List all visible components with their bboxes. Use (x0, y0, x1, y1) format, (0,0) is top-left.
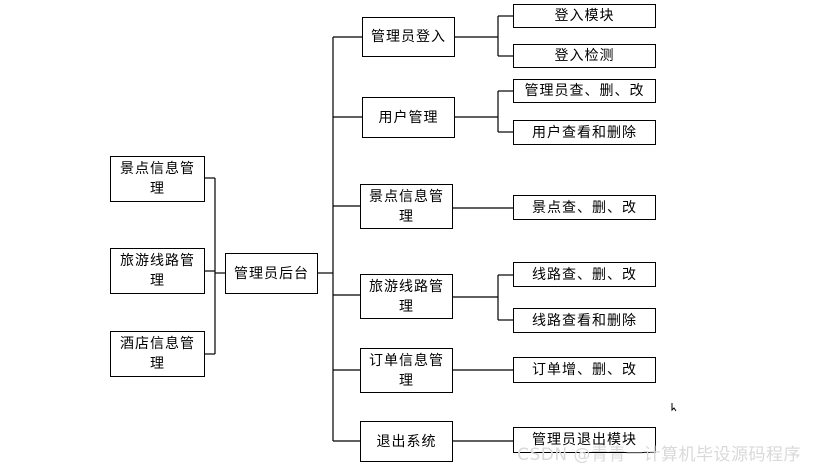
left-node-scenic-info-label: 景点信息管理 (120, 161, 195, 197)
left-node-hotel-info: 酒店信息管理 (110, 331, 205, 377)
right-node-admin-crud: 管理员查、删、改 (513, 79, 656, 103)
right-node-route-crud-label: 线路查、删、改 (532, 266, 637, 283)
mid-node-route-mgmt-label: 旅游线路管理 (369, 278, 444, 315)
right-node-login-check: 登入检测 (513, 44, 656, 68)
left-node-scenic-info: 景点信息管理 (110, 156, 205, 202)
mid-node-scenic-info: 景点信息管理 (360, 184, 453, 229)
right-node-route-view-delete-label: 线路查看和删除 (532, 312, 637, 329)
right-node-login-module: 登入模块 (513, 4, 656, 28)
watermark-text: CSDN @青青一计算机毕设源码程序 (517, 445, 801, 465)
mid-node-logout: 退出系统 (360, 421, 453, 462)
mid-node-route-mgmt: 旅游线路管理 (360, 274, 453, 319)
left-node-hotel-info-label: 酒店信息管理 (120, 336, 195, 372)
right-node-login-module-label: 登入模块 (554, 8, 615, 24)
right-node-login-check-label: 登入检测 (554, 48, 615, 64)
right-node-scenic-crud: 景点查、删、改 (513, 195, 656, 220)
right-node-order-crud-label: 订单增、删、改 (532, 362, 637, 378)
mid-node-order-info-label: 订单信息管理 (369, 352, 444, 389)
root-node-label: 管理员后台 (234, 265, 309, 282)
root-node-admin-backend: 管理员后台 (225, 253, 318, 294)
right-node-user-view-delete-label: 用户查看和删除 (532, 124, 637, 141)
mid-node-admin-login: 管理员登入 (362, 17, 455, 57)
right-node-scenic-crud-label: 景点查、删、改 (532, 199, 637, 216)
mid-node-logout-label: 退出系统 (376, 433, 437, 450)
left-node-route-mgmt-label: 旅游线路管理 (120, 253, 195, 289)
right-node-route-crud: 线路查、删、改 (513, 262, 656, 287)
right-node-admin-crud-label: 管理员查、删、改 (524, 83, 645, 99)
right-node-user-view-delete: 用户查看和删除 (513, 120, 656, 145)
mid-node-user-mgmt: 用户管理 (362, 97, 455, 138)
left-node-route-mgmt: 旅游线路管理 (110, 248, 205, 294)
right-node-route-view-delete: 线路查看和删除 (513, 308, 656, 333)
cursor-icon (671, 403, 677, 412)
right-node-order-crud: 订单增、删、改 (513, 357, 656, 383)
mid-node-admin-login-label: 管理员登入 (371, 29, 446, 45)
mid-node-scenic-info-label: 景点信息管理 (369, 188, 444, 225)
mid-node-order-info: 订单信息管理 (360, 348, 453, 393)
mid-node-user-mgmt-label: 用户管理 (378, 109, 439, 126)
right-node-admin-logout-module: 管理员退出模块 (513, 427, 656, 453)
right-node-admin-logout-label: 管理员退出模块 (532, 432, 637, 448)
